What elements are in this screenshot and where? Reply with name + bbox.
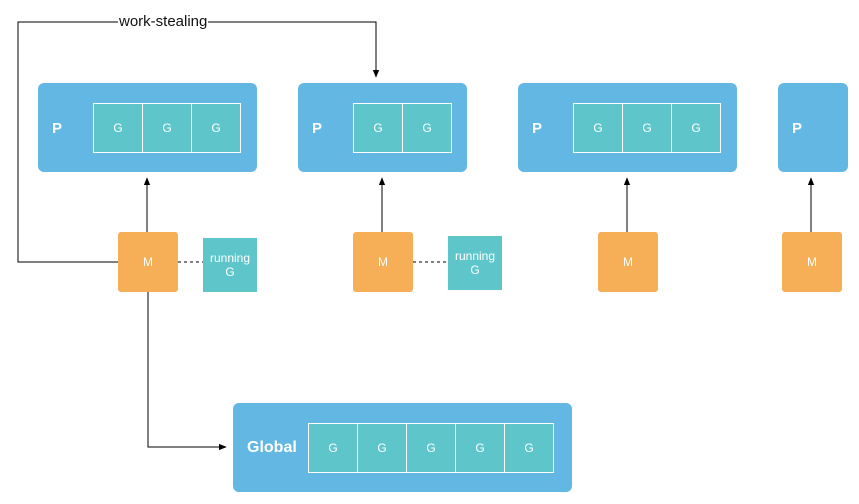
processor-label: P — [52, 120, 63, 137]
running-label: running — [209, 251, 251, 265]
goroutine-cell: G — [353, 103, 403, 153]
processor-box-4: P — [778, 83, 848, 172]
goroutine-cell: G — [573, 103, 623, 153]
running-g-label: G — [225, 265, 235, 279]
global-queue-label: Global — [247, 439, 297, 456]
processor-box-3: P G G G — [518, 83, 737, 172]
global-run-queue: G G G G G — [308, 423, 554, 473]
goroutine-cell: G — [406, 423, 456, 473]
processor-box-2: P G G — [298, 83, 467, 172]
goroutine-cell: G — [671, 103, 721, 153]
work-stealing-label: work-stealing — [118, 12, 209, 32]
running-label: running — [454, 249, 496, 263]
processor-label: P — [532, 120, 543, 137]
processor-box-1: P G G G — [38, 83, 257, 172]
processor-label: P — [312, 120, 323, 137]
goroutine-cell: G — [93, 103, 143, 153]
running-g-label: G — [470, 263, 480, 277]
machine-box-4: M — [782, 232, 842, 292]
machine-box-3: M — [598, 232, 658, 292]
work-stealing-arrow — [17, 21, 380, 263]
local-run-queue: G G G — [93, 103, 241, 153]
running-goroutine-1: running G — [203, 238, 257, 292]
goroutine-cell: G — [504, 423, 554, 473]
global-queue-box: Global G G G G G — [233, 403, 572, 492]
goroutine-cell: G — [455, 423, 505, 473]
goroutine-cell: G — [308, 423, 358, 473]
local-run-queue: G G — [353, 103, 452, 153]
local-run-queue: G G G — [573, 103, 721, 153]
running-goroutine-2: running G — [448, 236, 502, 290]
machine-box-2: M — [353, 232, 413, 292]
processor-label: P — [792, 120, 803, 137]
goroutine-cell: G — [402, 103, 452, 153]
goroutine-cell: G — [191, 103, 241, 153]
goroutine-cell: G — [622, 103, 672, 153]
goroutine-cell: G — [142, 103, 192, 153]
machine-box-1: M — [118, 232, 178, 292]
goroutine-cell: G — [357, 423, 407, 473]
m1-to-global-arrow — [147, 292, 227, 451]
